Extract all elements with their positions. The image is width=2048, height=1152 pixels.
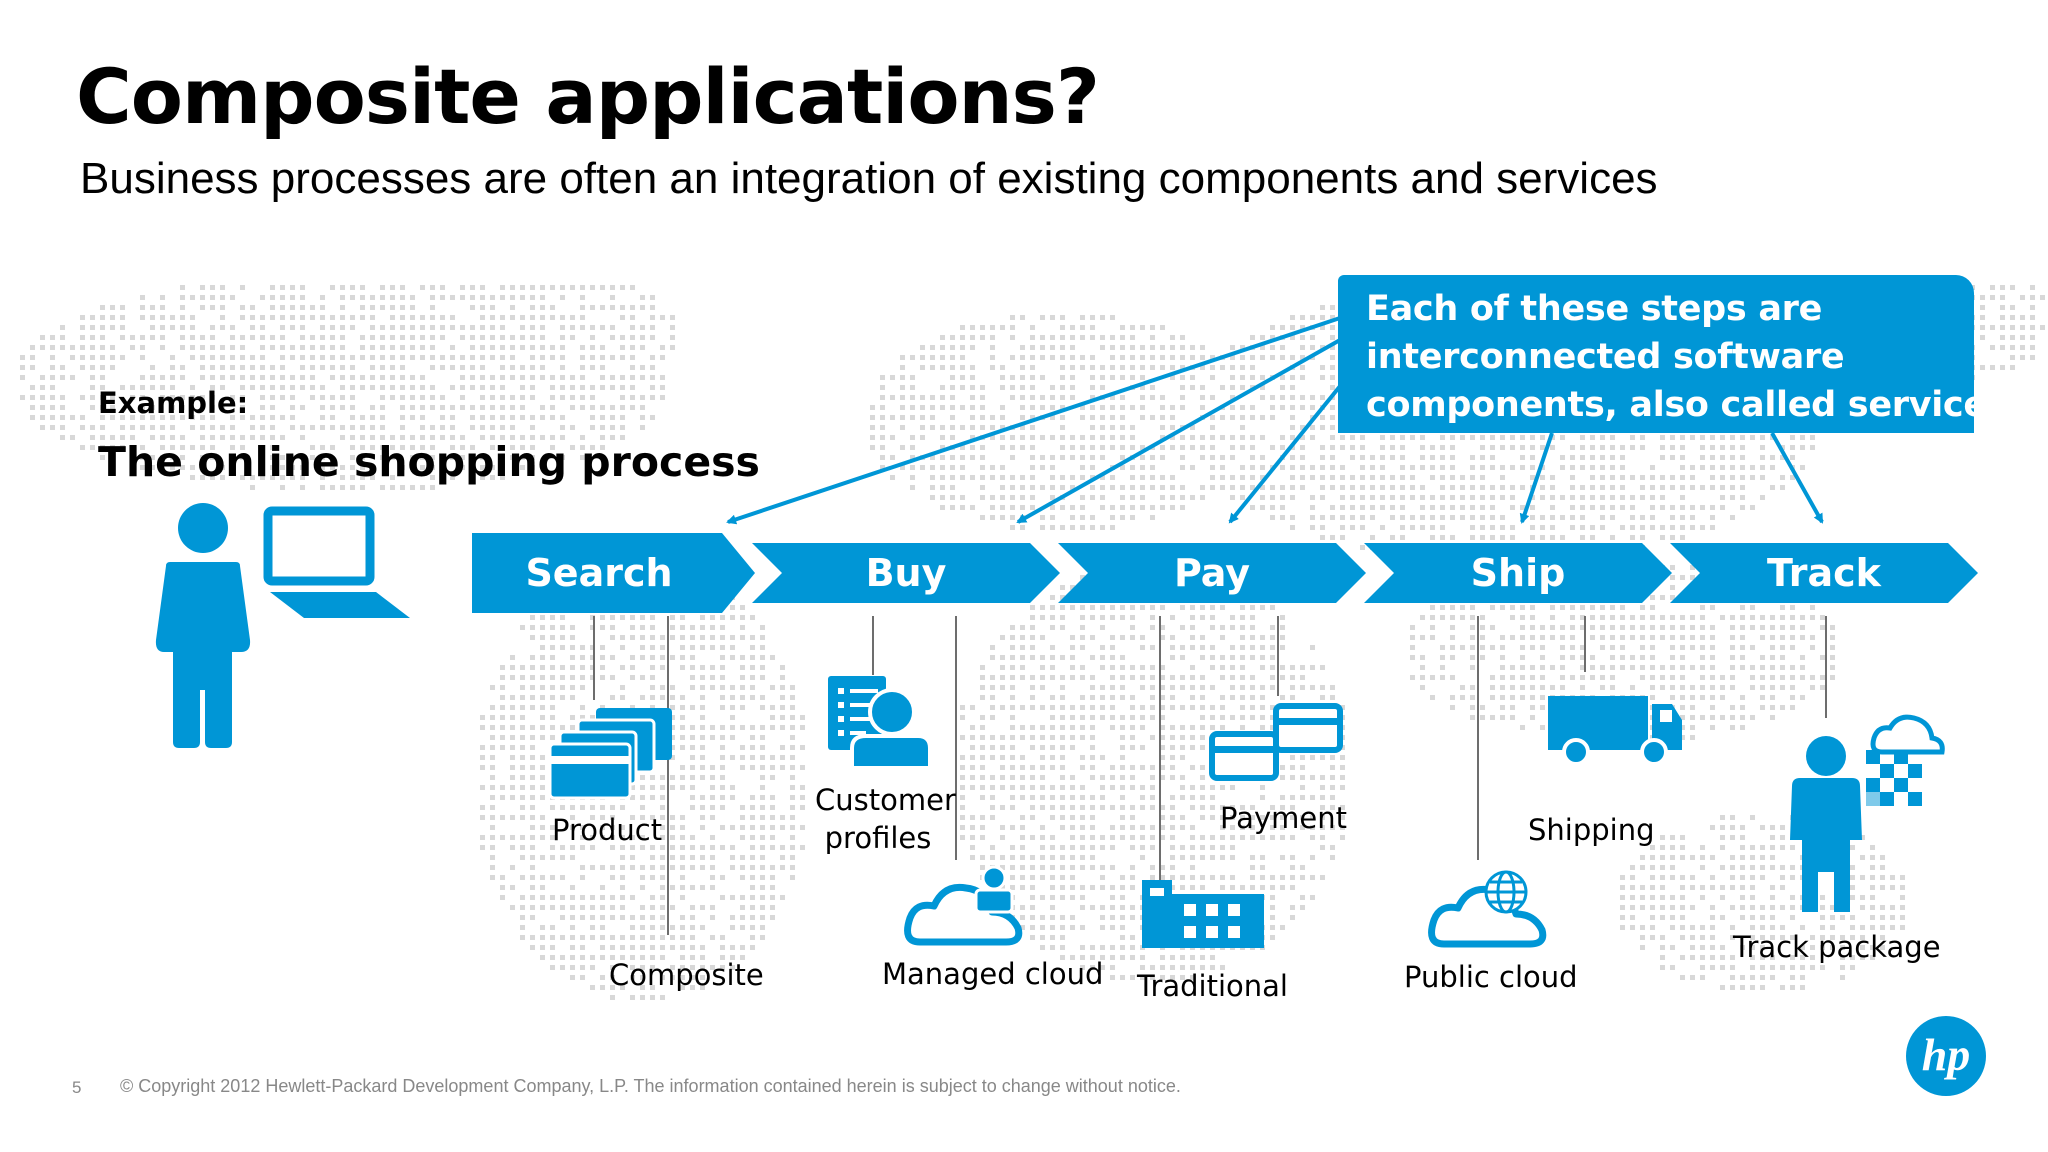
component-label-customer-profiles: Customer profiles [815,781,956,857]
traditional-building-icon [1142,880,1264,948]
step-label-ship: Ship [1470,551,1566,595]
product-icon [548,708,672,800]
step-label-pay: Pay [1173,551,1251,595]
component-label-composite: Composite [609,958,764,992]
page-subtitle: Business processes are often an integrat… [80,154,1658,203]
callout-arrows [726,316,1824,525]
component-label-shipping: Shipping [1528,813,1655,847]
component-label-public-cloud: Public cloud [1404,960,1578,994]
public-cloud-icon [1428,870,1547,948]
process-name: The online shopping process [98,438,760,486]
callout-line-1: Each of these steps are [1366,289,1823,329]
managed-cloud-icon [904,865,1023,946]
hp-logo [1906,1016,1986,1096]
callout-line-2: interconnected software [1366,337,1845,377]
component-label-product: Product [552,813,663,847]
customer-profiles-icon [828,676,932,770]
customer-profiles-line-2: profiles [824,821,932,855]
globe-icon [1484,870,1528,914]
component-label-track-package: Track package [1733,930,1941,964]
callout-line-3: components, also called services [1366,385,2008,425]
shopper-person-icon [155,503,251,748]
payment-icon [1209,703,1343,781]
step-chevrons [472,533,1978,613]
hp-logo-text: hp [1921,1029,1971,1080]
step-chevron-ship [1364,543,1672,603]
example-label: Example: [98,386,249,420]
step-chevron-pay [1058,543,1366,603]
connector-lines [593,616,1827,935]
step-label-track: Track [1767,551,1881,595]
copyright-footer: © Copyright 2012 Hewlett-Packard Develop… [120,1076,1181,1096]
page-title: Composite applications? [76,52,1100,141]
shipping-truck-icon [1548,696,1682,766]
customer-profiles-line-1: Customer [815,783,956,817]
track-package-icon [1790,714,1945,912]
component-label-managed-cloud: Managed cloud [882,957,1104,991]
step-label-buy: Buy [865,551,947,595]
step-chevron-track [1670,543,1978,603]
component-label-traditional: Traditional [1137,969,1288,1003]
component-label-payment: Payment [1220,801,1347,835]
step-label-search: Search [525,551,673,595]
step-chevron-search [472,533,755,613]
callout-box: Each of these steps are interconnected s… [1338,275,2008,433]
laptop-icon [263,506,410,618]
page-number: 5 [72,1078,82,1097]
step-chevron-buy [752,543,1060,603]
